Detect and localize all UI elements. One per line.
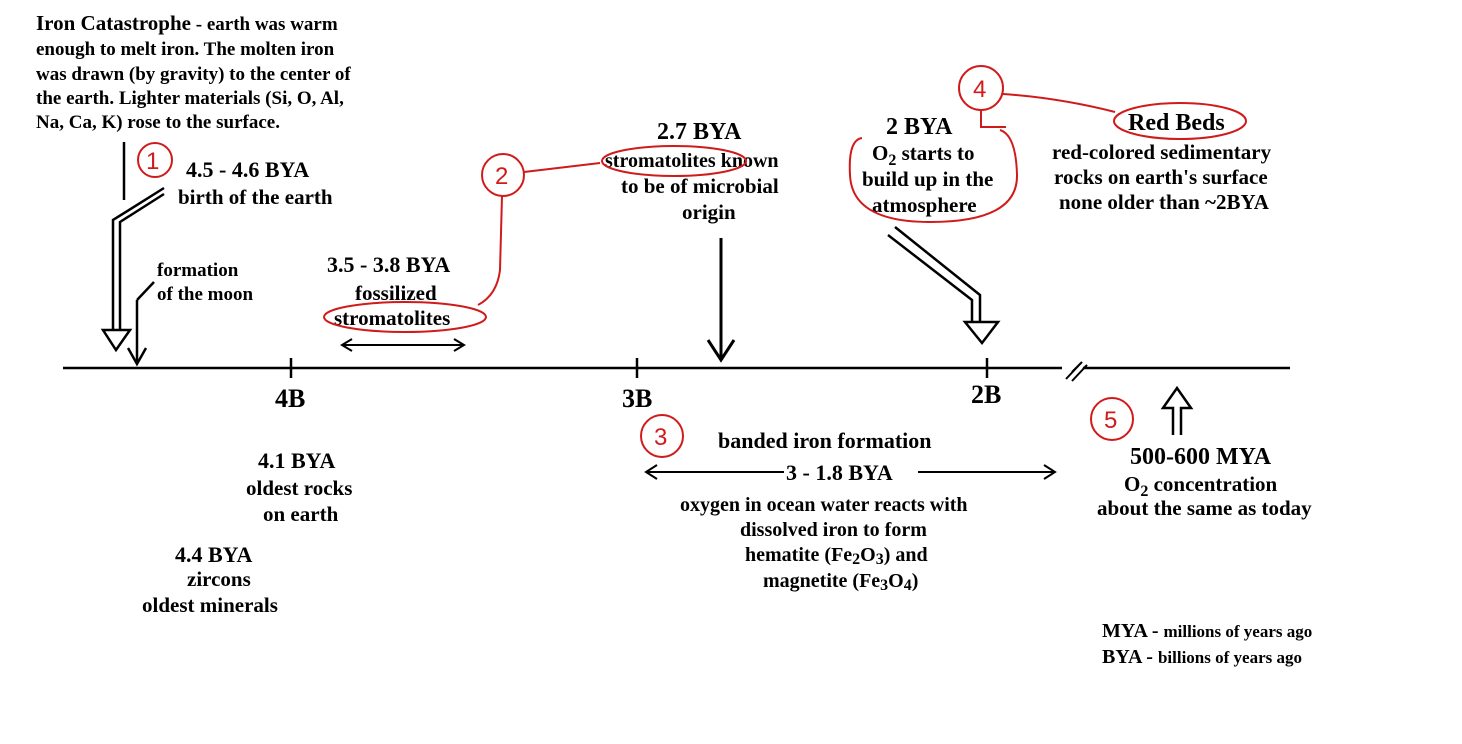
event-5-arrow-icon bbox=[1160, 385, 1194, 435]
event-1-date: 4.5 - 4.6 BYA bbox=[186, 157, 309, 182]
event-27-highlight bbox=[601, 145, 747, 177]
legend-bya-value: billions of years ago bbox=[1158, 648, 1302, 667]
event-2-marker bbox=[481, 153, 525, 197]
svg-text:MYA - millions of years ago: MYA - millions of years ago bbox=[1102, 620, 1312, 642]
fossil-line2: stromatolites bbox=[334, 306, 450, 330]
rocks-41-line2: on earth bbox=[263, 502, 339, 526]
event-4-number: 4 bbox=[973, 76, 986, 103]
event-2-connector bbox=[477, 162, 601, 306]
svg-text:the earth. Lighter materials: the earth. Lighter materials (Si, O, Al, bbox=[36, 88, 344, 109]
iron-title: Iron Catastrophe bbox=[36, 11, 191, 35]
event-5-marker bbox=[1090, 397, 1134, 441]
svg-text:was drawn (by gravity) to the: was drawn (by gravity) to the center of bbox=[36, 64, 351, 85]
svg-text:enough to melt iron. The molt: enough to melt iron. The molten iron bbox=[36, 39, 335, 60]
rocks-41-date: 4.1 BYA bbox=[258, 448, 336, 473]
fossil-date: 3.5 - 3.8 BYA bbox=[327, 252, 450, 277]
event-4-arrow-icon bbox=[887, 226, 1001, 346]
event-4-line3: atmosphere bbox=[872, 193, 977, 217]
fossil-line1: fossilized bbox=[355, 281, 437, 305]
event-4-connector bbox=[980, 93, 1116, 128]
event-4-highlight bbox=[848, 129, 1019, 224]
fossil-highlight bbox=[323, 301, 487, 333]
event-27-arrow-icon bbox=[706, 238, 736, 363]
event-3-title: banded iron formation bbox=[718, 428, 932, 453]
legend-mya-key: MYA - bbox=[1102, 620, 1163, 642]
event-5-line1: O2 concentration bbox=[1124, 472, 1278, 500]
redbeds-line3: none older than ~2BYA bbox=[1059, 190, 1270, 214]
iron-catastrophe-note: Iron Catastrophe - earth was warm enough… bbox=[36, 11, 351, 133]
svg-text:Na, Ca, K) rose to the surface: Na, Ca, K) rose to the surface. bbox=[36, 112, 280, 133]
fossil-range-arrow-icon bbox=[340, 338, 466, 352]
event-3-range: 3 - 1.8 BYA bbox=[786, 460, 893, 485]
event-27-date: 2.7 BYA bbox=[657, 119, 742, 145]
redbeds-line1: red-colored sedimentary bbox=[1052, 140, 1272, 164]
event-1-marker bbox=[137, 142, 173, 178]
event-1-desc: birth of the earth bbox=[178, 185, 333, 209]
event-5-line2: about the same as today bbox=[1097, 496, 1312, 520]
event-3-marker bbox=[640, 414, 684, 458]
event-5-date: 500-600 MYA bbox=[1130, 444, 1272, 470]
event-1-number: 1 bbox=[146, 148, 159, 175]
moon-line2: of the moon bbox=[157, 284, 253, 305]
redbeds-highlight bbox=[1113, 102, 1247, 140]
event-4-line2: build up in the bbox=[862, 167, 993, 191]
legend-bya-key: BYA - bbox=[1102, 646, 1158, 668]
moon-arrow-icon bbox=[126, 281, 155, 367]
legend: MYA - millions of years ago BYA - billio… bbox=[1102, 620, 1312, 668]
legend-mya-value: millions of years ago bbox=[1163, 622, 1312, 641]
moon-line1: formation bbox=[157, 260, 239, 281]
event-4-line1: O2 starts to bbox=[872, 141, 975, 169]
event-3-line1: oxygen in ocean water reacts with bbox=[680, 494, 968, 516]
zircons-line1: zircons bbox=[187, 567, 251, 591]
event-3-number: 3 bbox=[654, 424, 667, 451]
birth-arrow-icon bbox=[100, 142, 165, 353]
event-27-line2: to be of microbial bbox=[621, 174, 779, 198]
svg-text:Iron Catastrophe - earth was w: Iron Catastrophe - earth was warm bbox=[36, 11, 338, 35]
event-5-number: 5 bbox=[1104, 407, 1117, 434]
tick-label-3b: 3B bbox=[622, 384, 652, 413]
event-27-line1: stromatolites known bbox=[605, 150, 779, 172]
event-2-number: 2 bbox=[495, 163, 508, 190]
zircons-date: 4.4 BYA bbox=[175, 542, 253, 567]
event-4-date: 2 BYA bbox=[886, 114, 953, 140]
event-3-range-arrow-icon bbox=[644, 464, 1057, 480]
event-27-line3: origin bbox=[682, 200, 736, 224]
event-3-line4: magnetite (Fe3O4) bbox=[763, 570, 918, 594]
svg-text:BYA - billions of years ago: BYA - billions of years ago bbox=[1102, 646, 1302, 668]
redbeds-title: Red Beds bbox=[1128, 110, 1225, 136]
event-3-line3: hematite (Fe2O3) and bbox=[745, 544, 928, 568]
axis-break-icon bbox=[1065, 361, 1088, 382]
redbeds-line2: rocks on earth's surface bbox=[1054, 165, 1268, 189]
zircons-line2: oldest minerals bbox=[142, 593, 278, 617]
tick-label-2b: 2B bbox=[971, 380, 1001, 409]
event-3-line2: dissolved iron to form bbox=[740, 519, 927, 541]
tick-label-4b: 4B bbox=[275, 384, 305, 413]
rocks-41-line1: oldest rocks bbox=[246, 476, 352, 500]
